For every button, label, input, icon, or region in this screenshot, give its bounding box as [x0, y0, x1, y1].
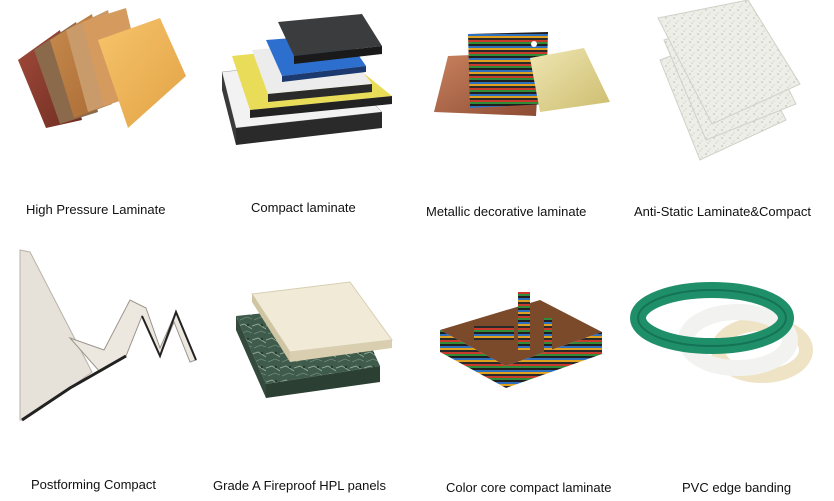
caption-postforming-compact: Postforming Compact — [31, 477, 156, 492]
fireproof-hpl-image — [236, 281, 393, 398]
caption-color-core-compact: Color core compact laminate — [446, 480, 612, 495]
caption-pvc-edge-banding: PVC edge banding — [682, 480, 792, 495]
caption-fireproof-hpl: Grade A Fireproof HPL panels — [213, 478, 386, 493]
pvc-edge-banding-image — [630, 282, 813, 383]
metallic-laminate-image — [434, 32, 610, 116]
hpl-sheets-image — [18, 8, 186, 128]
postforming-compact-image — [19, 249, 197, 422]
color-core-compact-image — [440, 292, 602, 388]
caption-high-pressure-laminate: High Pressure Laminate — [26, 202, 166, 217]
caption-metallic-decorative-laminate: Metallic decorative laminate — [426, 204, 587, 219]
antistatic-laminate-image — [657, 0, 801, 161]
compact-laminate-image — [221, 14, 392, 145]
caption-anti-static-laminate: Anti-Static Laminate&Compact — [634, 204, 812, 219]
caption-compact-laminate: Compact laminate — [251, 200, 356, 215]
